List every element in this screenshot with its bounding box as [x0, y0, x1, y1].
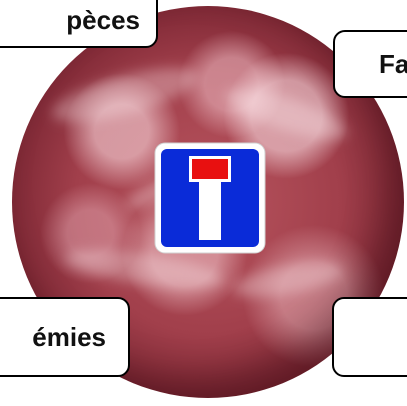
label-box-bottom-left: émies	[0, 297, 130, 377]
label-top-left-text: pèces	[66, 5, 140, 36]
label-box-top-right: Fa	[333, 30, 407, 98]
label-box-bottom-right	[332, 297, 407, 377]
cloud-band	[48, 57, 203, 133]
label-box-top-left: pèces	[0, 0, 158, 48]
label-top-right-text: Fa	[379, 49, 407, 80]
cloud-band	[220, 79, 352, 149]
label-bottom-left-text: émies	[32, 322, 106, 353]
cloud-band	[230, 257, 343, 304]
dead-end-road-sign-icon	[154, 142, 266, 254]
